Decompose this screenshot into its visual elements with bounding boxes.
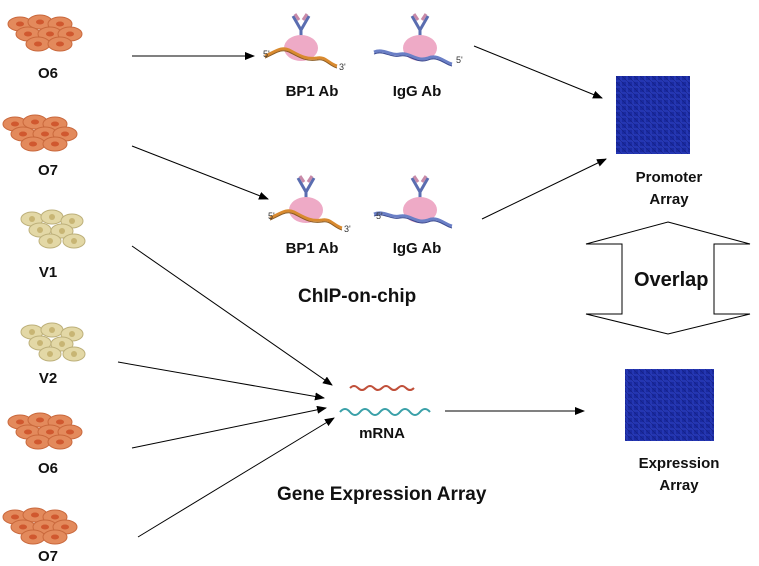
overlap-label: Overlap <box>634 269 709 291</box>
overlap-double-arrow <box>585 221 751 335</box>
arrow-v2-to-mrna <box>117 361 325 401</box>
cell-label-o6-top: O6 <box>37 65 58 82</box>
promoter-array-label-line1: Promoter <box>635 169 703 186</box>
arrow-v1-to-mrna <box>131 245 333 386</box>
cell-cluster-o6-bottom <box>7 412 83 450</box>
bp1-ab-label-top: BP1 Ab <box>285 83 339 100</box>
arrow-o7-to-mrna <box>137 417 335 538</box>
chip-on-chip-title: ChIP-on-chip <box>298 286 417 307</box>
cell-label-v1: V1 <box>38 264 58 281</box>
cell-label-o6-bottom: O6 <box>37 460 58 477</box>
chip-bp1-icon-bottom <box>268 174 344 232</box>
promoter-array-label: Promoter Array <box>609 167 729 211</box>
chip-igg-icon-bottom <box>372 174 454 230</box>
five-prime-label: 5' <box>376 211 383 221</box>
gene-expression-array-title: Gene Expression Array <box>277 484 487 505</box>
cell-label-o7-top: O7 <box>37 162 58 179</box>
cell-cluster-v1 <box>20 209 86 249</box>
chip-bp1-icon-top <box>263 12 339 70</box>
expression-array-label-line2: Array <box>659 477 699 494</box>
mrna-icon <box>339 385 431 416</box>
cell-label-o7-bottom: O7 <box>37 548 58 565</box>
three-prime-label: 3' <box>339 62 346 72</box>
mrna-label: mRNA <box>359 425 405 442</box>
arrow-chip-bottom-to-promoter <box>481 158 607 220</box>
cell-cluster-o6-top <box>7 14 83 52</box>
cell-label-v2: V2 <box>38 370 58 387</box>
expression-array-label-line1: Expression <box>638 455 720 472</box>
five-prime-label: 5' <box>456 55 463 65</box>
three-prime-label: 3' <box>344 224 351 234</box>
chip-igg-icon-top <box>372 12 454 68</box>
promoter-array-label-line2: Array <box>649 191 689 208</box>
igg-ab-label-bottom: IgG Ab <box>392 240 442 257</box>
expression-array-image <box>625 369 714 441</box>
cell-cluster-v2 <box>20 322 86 362</box>
five-prime-label: 5' <box>268 211 275 221</box>
five-prime-label: 5' <box>263 49 270 59</box>
expression-array-label: Expression Array <box>619 453 739 497</box>
igg-ab-label-top: IgG Ab <box>392 83 442 100</box>
bp1-ab-label-bottom: BP1 Ab <box>285 240 339 257</box>
arrow-o7-to-chip <box>131 145 269 200</box>
cell-cluster-o7-top <box>2 114 78 152</box>
arrow-chip-top-to-promoter <box>473 45 603 99</box>
arrow-o6-to-mrna <box>131 405 327 449</box>
cell-cluster-o7-bottom <box>2 507 78 545</box>
promoter-array-image <box>616 76 690 154</box>
